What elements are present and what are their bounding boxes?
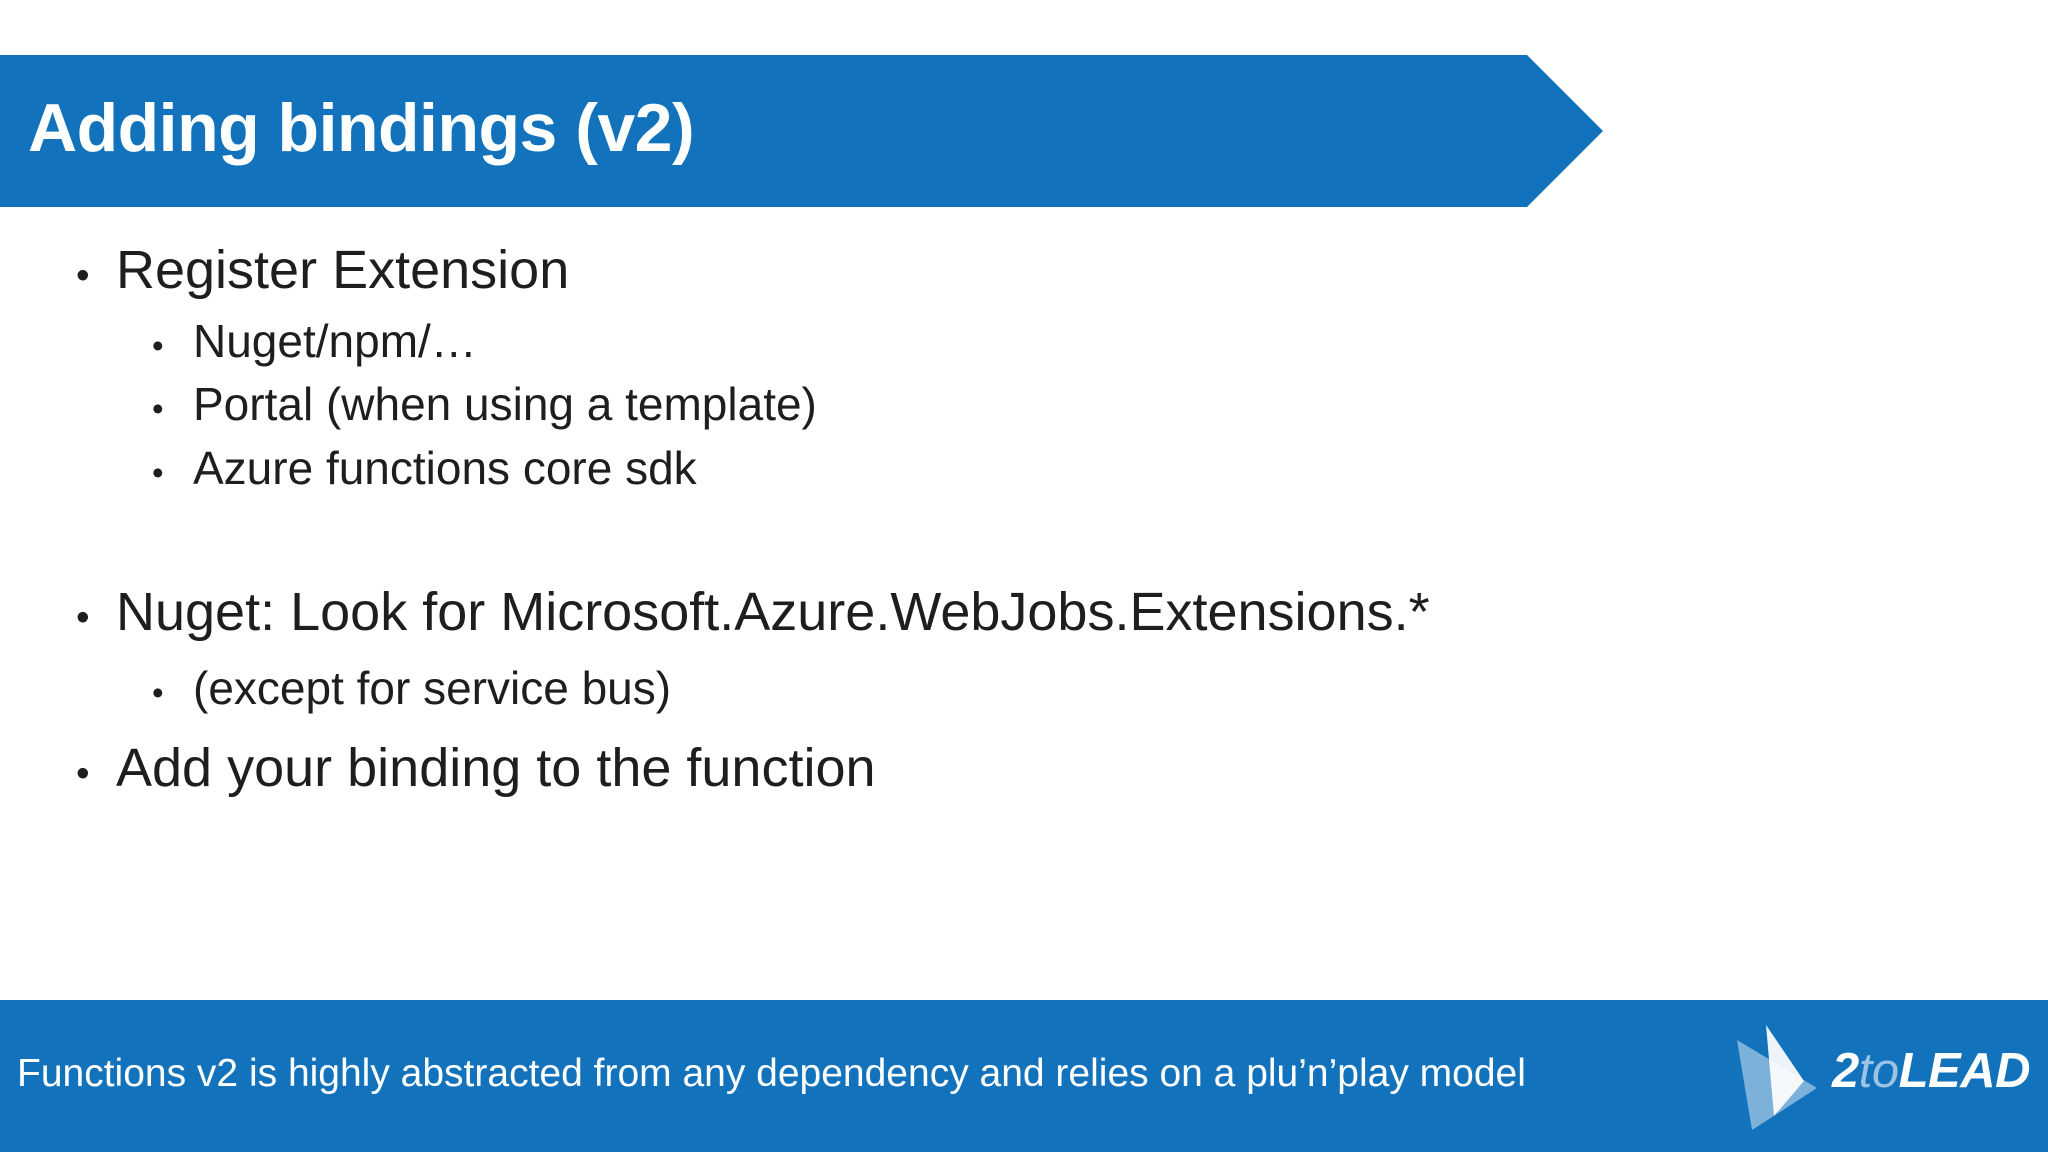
logo-part-lead: LEAD [1898, 1043, 2031, 1098]
bullet-item: • Nuget/npm/… [152, 314, 477, 369]
bullet-dot-icon: • [76, 254, 90, 297]
bullet-dot-icon: • [152, 455, 164, 492]
slide-title: Adding bindings (v2) [28, 90, 695, 166]
logo-wordmark: 2toLEAD [1831, 1043, 2031, 1106]
bullet-text: Nuget: Look for Microsoft.Azure.WebJobs.… [116, 582, 1430, 642]
bullet-item: • Portal (when using a template) [152, 377, 817, 432]
bullet-text: Portal (when using a template) [193, 378, 817, 430]
bullet-text: (except for service bus) [193, 662, 672, 714]
logo-part-to: to [1858, 1043, 1899, 1098]
logo-part-2: 2 [1831, 1043, 1859, 1098]
footer-text: Functions v2 is highly abstracted from a… [17, 1051, 1526, 1095]
bullet-item: • Nuget: Look for Microsoft.Azure.WebJob… [76, 580, 1430, 645]
bullet-dot-icon: • [152, 391, 164, 428]
bullet-dot-icon: • [76, 596, 90, 639]
bullet-item: • Add your binding to the function [76, 736, 876, 801]
bullet-dot-icon: • [76, 752, 90, 795]
bullet-text: Azure functions core sdk [193, 442, 697, 494]
bullet-dot-icon: • [152, 675, 164, 712]
footer-bar: Functions v2 is highly abstracted from a… [0, 1000, 2048, 1152]
bullet-dot-icon: • [152, 328, 164, 365]
bullet-item: • (except for service bus) [152, 661, 671, 716]
play-triangles-icon [1736, 1025, 1817, 1130]
bullet-text: Register Extension [116, 240, 570, 300]
bullet-text: Nuget/npm/… [193, 315, 477, 367]
title-banner: Adding bindings (v2) [0, 55, 1603, 207]
bullet-item: • Azure functions core sdk [152, 441, 697, 496]
company-logo: 2toLEAD [1730, 1020, 2031, 1132]
bullet-text: Add your binding to the function [116, 738, 876, 798]
bullet-item: • Register Extension [76, 238, 569, 303]
